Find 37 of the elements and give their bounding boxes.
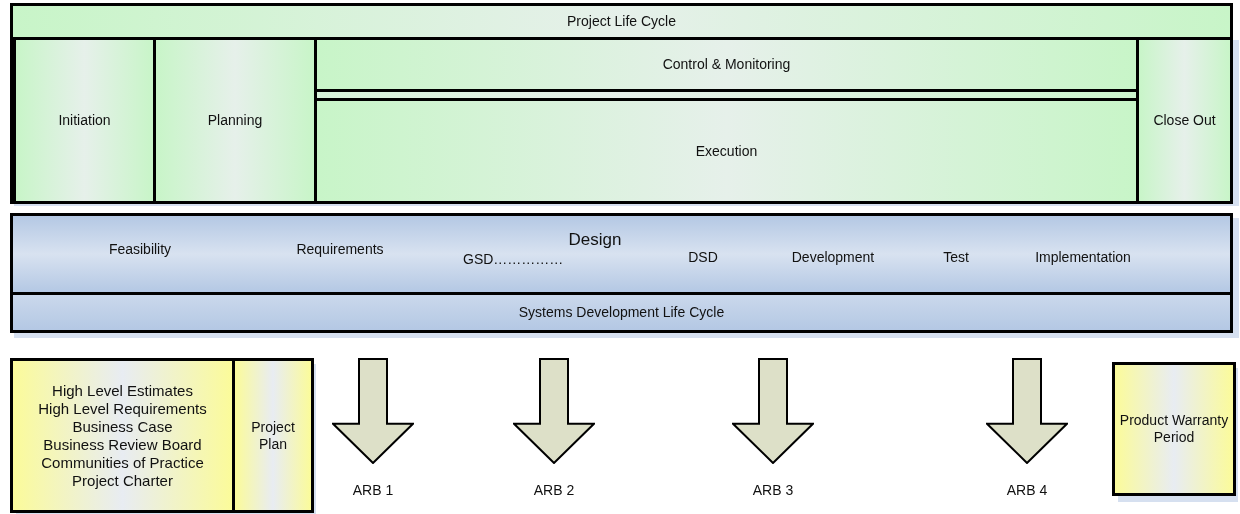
box-label: Control & Monitoring [662,56,791,73]
phase-box [153,37,317,204]
lifecycle-band [10,213,1233,333]
band-title: Systems Development Life Cycle [517,303,726,322]
deliverable-item: High Level Estimates [52,381,193,400]
arrow-caption: ARB 4 [1005,482,1049,498]
box-label: Planning [207,112,263,129]
box-label: Initiation [58,112,111,129]
deliverables-box [232,358,314,513]
box-label: Product Warranty Period [1119,412,1229,446]
phase-label: DSD [687,249,719,265]
box-label: Execution [695,142,758,160]
deliverable-item: Business Review Board [43,435,202,454]
deliverable-item: Project Charter [72,471,173,490]
phase-label: Requirements [295,241,385,257]
band-title: Project Life Cycle [566,12,677,31]
deliverable-item: High Level Requirements [38,399,207,418]
arrow-caption: ARB 3 [751,482,795,498]
deliverables-box [10,358,235,513]
deliverable-item: Communities of Practice [41,453,204,472]
phase-label: Test [942,249,970,265]
warranty-box [1112,362,1236,496]
phase-box [314,98,1139,204]
phase-band [10,3,1233,204]
phase-label: Feasibility [107,241,173,257]
phase-label: GSD…………… [463,251,565,267]
arrow-caption: ARB 2 [532,482,576,498]
box-label: Close Out [1153,112,1216,129]
box-label: Project Plan [250,418,296,453]
phase-box [1136,37,1233,204]
deliverable-item: Business Case [72,417,173,436]
phase-box [314,37,1139,92]
phase-label: Implementation [1034,249,1132,265]
phase-box [13,37,156,204]
phase-label: Development [790,249,876,265]
arrow-caption: ARB 1 [351,482,395,498]
phase-label: Design [567,230,623,250]
